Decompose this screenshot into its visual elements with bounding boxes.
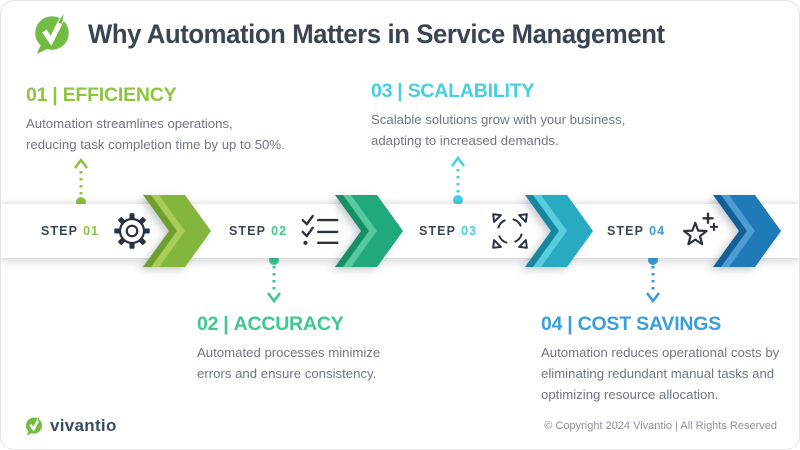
- section-title: EFFICIENCY: [62, 84, 177, 106]
- chevron-arrow-step-4: [713, 195, 781, 267]
- gear-icon: [114, 213, 150, 249]
- section-efficiency: 01|EFFICIENCY Automation streamlines ope…: [26, 84, 285, 155]
- logo-leaf-tip: [58, 13, 64, 24]
- step-label: STEP: [419, 224, 457, 238]
- section-body-line: Automation reduces operational costs by: [541, 345, 780, 360]
- connector-up-arrow-scalability: [450, 156, 466, 205]
- connector-down-arrow-accuracy: [266, 255, 282, 304]
- section-body-line: errors and ensure consistency.: [197, 366, 377, 381]
- section-efficiency-heading: 01|EFFICIENCY: [26, 84, 285, 107]
- checklist-icon: [301, 214, 339, 245]
- connector-up-arrow-efficiency: [73, 158, 89, 207]
- step-number: 02: [271, 224, 288, 238]
- heading-separator: |: [567, 313, 573, 335]
- step-number: 03: [461, 224, 478, 238]
- section-number: 01: [26, 84, 48, 106]
- footer-brand-name: vivantio: [50, 416, 117, 435]
- vivantio-logo-icon: [25, 416, 43, 436]
- section-body-line: eliminating redundant manual tasks and: [541, 366, 775, 381]
- section-cost-savings-heading: 04|COST SAVINGS: [541, 313, 779, 336]
- star-plus-icon: [683, 212, 719, 246]
- step-number: 01: [83, 224, 100, 238]
- logo-checkmark: [42, 18, 64, 46]
- section-title: SCALABILITY: [407, 80, 535, 102]
- section-body-line: adapting to increased demands.: [371, 133, 559, 148]
- heading-separator: |: [52, 84, 58, 106]
- timeline-step-1: STEP 01: [41, 204, 152, 258]
- section-scalability: 03|SCALABILITY Scalable solutions grow w…: [371, 80, 625, 151]
- section-body-line: reducing task completion time by up to 5…: [26, 137, 285, 152]
- step-label: STEP: [41, 224, 79, 238]
- step-number: 04: [649, 224, 666, 238]
- chevron-arrow-step-2: [335, 195, 403, 267]
- section-body-line: Automated processes minimize: [197, 345, 381, 360]
- section-scalability-heading: 03|SCALABILITY: [371, 80, 625, 103]
- connector-down-arrow-cost-savings: [645, 255, 661, 304]
- section-body-line: Automation streamlines operations,: [26, 116, 233, 131]
- section-body-line: Scalable solutions grow with your busine…: [371, 112, 626, 127]
- section-title: COST SAVINGS: [577, 313, 722, 335]
- logo-bubble-tail: [36, 45, 49, 55]
- section-number: 02: [197, 313, 219, 335]
- heading-separator: |: [397, 80, 403, 102]
- section-accuracy-heading: 02|ACCURACY: [197, 313, 380, 336]
- chevron-arrow-step-3: [525, 195, 593, 267]
- footer-brand: vivantio: [23, 415, 117, 437]
- step-label: STEP: [607, 224, 645, 238]
- header: Why Automation Matters in Service Manage…: [29, 11, 695, 57]
- section-accuracy: 02|ACCURACY Automated processes minimize…: [197, 313, 380, 384]
- chevron-arrow-step-1: [143, 195, 211, 267]
- timeline-step-3: STEP 03: [419, 204, 530, 258]
- timeline-step-4: STEP 04: [607, 204, 719, 258]
- vivantio-logo-icon: [35, 13, 69, 55]
- heading-separator: |: [223, 313, 229, 335]
- section-title: ACCURACY: [233, 313, 344, 335]
- step-label: STEP: [229, 224, 267, 238]
- section-number: 03: [371, 80, 393, 102]
- copyright-text: © Copyright 2024 Vivantio | All Rights R…: [544, 420, 777, 432]
- section-body-line: optimizing resource allocation.: [541, 387, 719, 402]
- footer: vivantio © Copyright 2024 Vivantio | All…: [1, 405, 799, 449]
- page-title: Why Automation Matters in Service Manage…: [88, 18, 665, 49]
- timeline-step-2: STEP 02: [229, 204, 340, 258]
- section-cost-savings: 04|COST SAVINGS Automation reduces opera…: [541, 313, 779, 405]
- section-number: 04: [541, 313, 563, 335]
